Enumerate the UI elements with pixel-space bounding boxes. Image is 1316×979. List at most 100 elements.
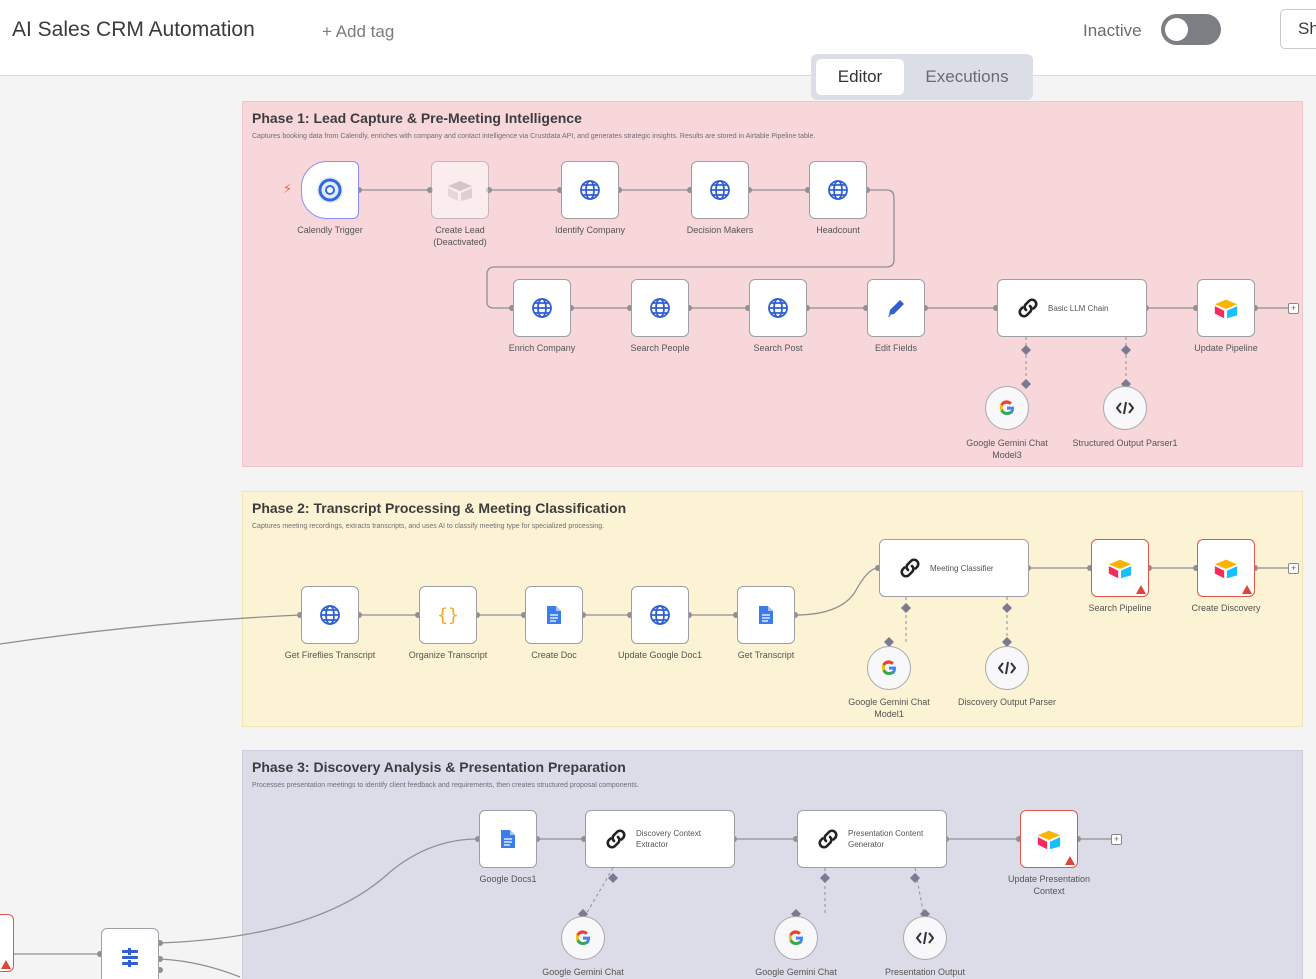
gemini-model3-node[interactable] xyxy=(985,386,1029,430)
globe-icon xyxy=(710,180,730,200)
edit-fields-label: Edit Fields xyxy=(874,343,918,353)
search-people-node[interactable] xyxy=(631,279,689,337)
headcount-node[interactable] xyxy=(809,161,867,219)
warning-icon xyxy=(1065,856,1075,865)
search-post-node[interactable] xyxy=(749,279,807,337)
link-chain-icon xyxy=(900,558,920,578)
search-pipeline-label: Search Pipeline xyxy=(1088,603,1152,613)
calendly-icon xyxy=(317,177,343,203)
tab-executions[interactable]: Executions xyxy=(925,67,1009,86)
code-icon xyxy=(916,931,934,945)
phase2-description: Captures meeting recordings, extracts tr… xyxy=(252,523,605,530)
identify-company-node[interactable] xyxy=(561,161,619,219)
calendly-trigger-node[interactable] xyxy=(301,161,359,219)
google-docs1-node[interactable] xyxy=(479,810,537,868)
identify-company-label: Identify Company xyxy=(554,225,626,235)
organize-transcript-label: Organize Transcript xyxy=(408,650,488,660)
get-transcript-node[interactable] xyxy=(737,586,795,644)
gemini-model1-node[interactable] xyxy=(867,646,911,690)
gemini-chat-a-label: Google Gemini Chat xyxy=(542,967,624,977)
discovery-parser-node[interactable] xyxy=(985,646,1029,690)
link-chain-icon xyxy=(606,829,626,849)
google-g-icon xyxy=(788,930,803,946)
code-braces-icon: {} xyxy=(437,605,459,626)
get-fireflies-node[interactable] xyxy=(301,586,359,644)
airtable-icon xyxy=(448,181,472,201)
edit-fields-node[interactable] xyxy=(867,279,925,337)
update-google-doc1-node[interactable] xyxy=(631,586,689,644)
add-node-plus-icon[interactable]: + xyxy=(1288,303,1299,314)
switch-node[interactable] xyxy=(101,928,159,979)
create-doc-label: Create Doc xyxy=(531,650,577,660)
globe-icon xyxy=(768,298,788,318)
decision-makers-node[interactable] xyxy=(691,161,749,219)
airtable-icon xyxy=(1214,559,1238,579)
update-presentation-node[interactable] xyxy=(1020,810,1078,868)
meeting-classifier-label: Meeting Classifier xyxy=(930,563,994,573)
presentation-generator-label: Presentation Content Generator xyxy=(848,829,924,849)
search-people-label: Search People xyxy=(630,343,690,353)
partial-airtable-node[interactable] xyxy=(0,914,14,972)
discovery-extractor-label: Discovery Context Extractor xyxy=(636,829,701,849)
workflow-title[interactable]: AI Sales CRM Automation xyxy=(12,18,255,41)
link-chain-icon xyxy=(1018,298,1038,318)
google-g-icon xyxy=(999,400,1014,416)
phase3-sticky[interactable]: Phase 3: Discovery Analysis & Presentati… xyxy=(242,750,1303,979)
airtable-icon xyxy=(1108,559,1132,579)
enrich-company-node[interactable] xyxy=(513,279,571,337)
workflow-canvas[interactable]: Phase 1: Lead Capture & Pre-Meeting Inte… xyxy=(0,77,1316,979)
discovery-extractor-node[interactable]: Discovery Context Extractor xyxy=(585,810,735,868)
phase3-title: Phase 3: Discovery Analysis & Presentati… xyxy=(252,759,626,775)
basic-llm-chain-label: Basic LLM Chain xyxy=(1048,303,1109,313)
update-presentation-label: Update Presentation Context xyxy=(1007,874,1091,896)
globe-icon xyxy=(650,298,670,318)
add-tag-button[interactable]: + Add tag xyxy=(322,22,395,41)
create-lead-name: Create Lead xyxy=(435,225,485,235)
toggle-knob xyxy=(1165,18,1188,41)
globe-icon xyxy=(580,180,600,200)
create-doc-node[interactable] xyxy=(525,586,583,644)
presentation-generator-node[interactable]: Presentation Content Generator xyxy=(797,810,947,868)
phase1-title: Phase 1: Lead Capture & Pre-Meeting Inte… xyxy=(252,110,582,126)
trigger-bolt-icon: ⚡ xyxy=(283,181,293,196)
update-pipeline-node[interactable] xyxy=(1197,279,1255,337)
update-pipeline-label: Update Pipeline xyxy=(1194,343,1258,353)
meeting-classifier-node[interactable]: Meeting Classifier xyxy=(879,539,1029,597)
presentation-output-node[interactable] xyxy=(903,916,947,960)
add-node-plus-icon[interactable]: + xyxy=(1111,834,1122,845)
status-label: Inactive xyxy=(1083,21,1142,40)
google-docs1-label: Google Docs1 xyxy=(479,874,537,884)
gemini-chat-a-node[interactable] xyxy=(561,916,605,960)
warning-icon xyxy=(1,960,11,969)
headcount-label: Headcount xyxy=(816,225,860,235)
basic-llm-chain-node[interactable]: Basic LLM Chain xyxy=(997,279,1147,337)
create-lead-label: Create Lead (Deactivated) xyxy=(400,224,520,248)
search-pipeline-node[interactable] xyxy=(1091,539,1149,597)
organize-transcript-node[interactable]: {} xyxy=(419,586,477,644)
add-node-plus-icon[interactable]: + xyxy=(1288,563,1299,574)
link-chain-icon xyxy=(818,829,838,849)
airtable-icon xyxy=(1037,830,1061,850)
gemini-chat-b-node[interactable] xyxy=(774,916,818,960)
enrich-company-label: Enrich Company xyxy=(508,343,576,353)
globe-icon xyxy=(320,605,340,625)
create-discovery-node[interactable] xyxy=(1197,539,1255,597)
google-g-icon xyxy=(575,930,590,946)
discovery-parser-label: Discovery Output Parser xyxy=(957,697,1057,707)
calendly-trigger-label: Calendly Trigger xyxy=(297,225,363,235)
warning-icon xyxy=(1136,585,1146,594)
active-toggle[interactable] xyxy=(1161,14,1221,45)
structured-parser1-node[interactable] xyxy=(1103,386,1147,430)
gemini-chat-b-label: Google Gemini Chat xyxy=(755,967,837,977)
share-button[interactable]: Sh xyxy=(1280,9,1316,49)
switch-icon xyxy=(122,948,138,967)
warning-icon xyxy=(1242,585,1252,594)
create-discovery-label: Create Discovery xyxy=(1191,603,1261,613)
globe-icon xyxy=(650,605,670,625)
globe-icon xyxy=(828,180,848,200)
svg-text:{}: {} xyxy=(437,605,459,626)
gemini-model3-label: Google Gemini Chat Model3 xyxy=(966,438,1048,460)
create-lead-node[interactable] xyxy=(431,161,489,219)
tab-editor[interactable]: Editor xyxy=(816,59,904,95)
google-docs-icon xyxy=(501,830,515,848)
